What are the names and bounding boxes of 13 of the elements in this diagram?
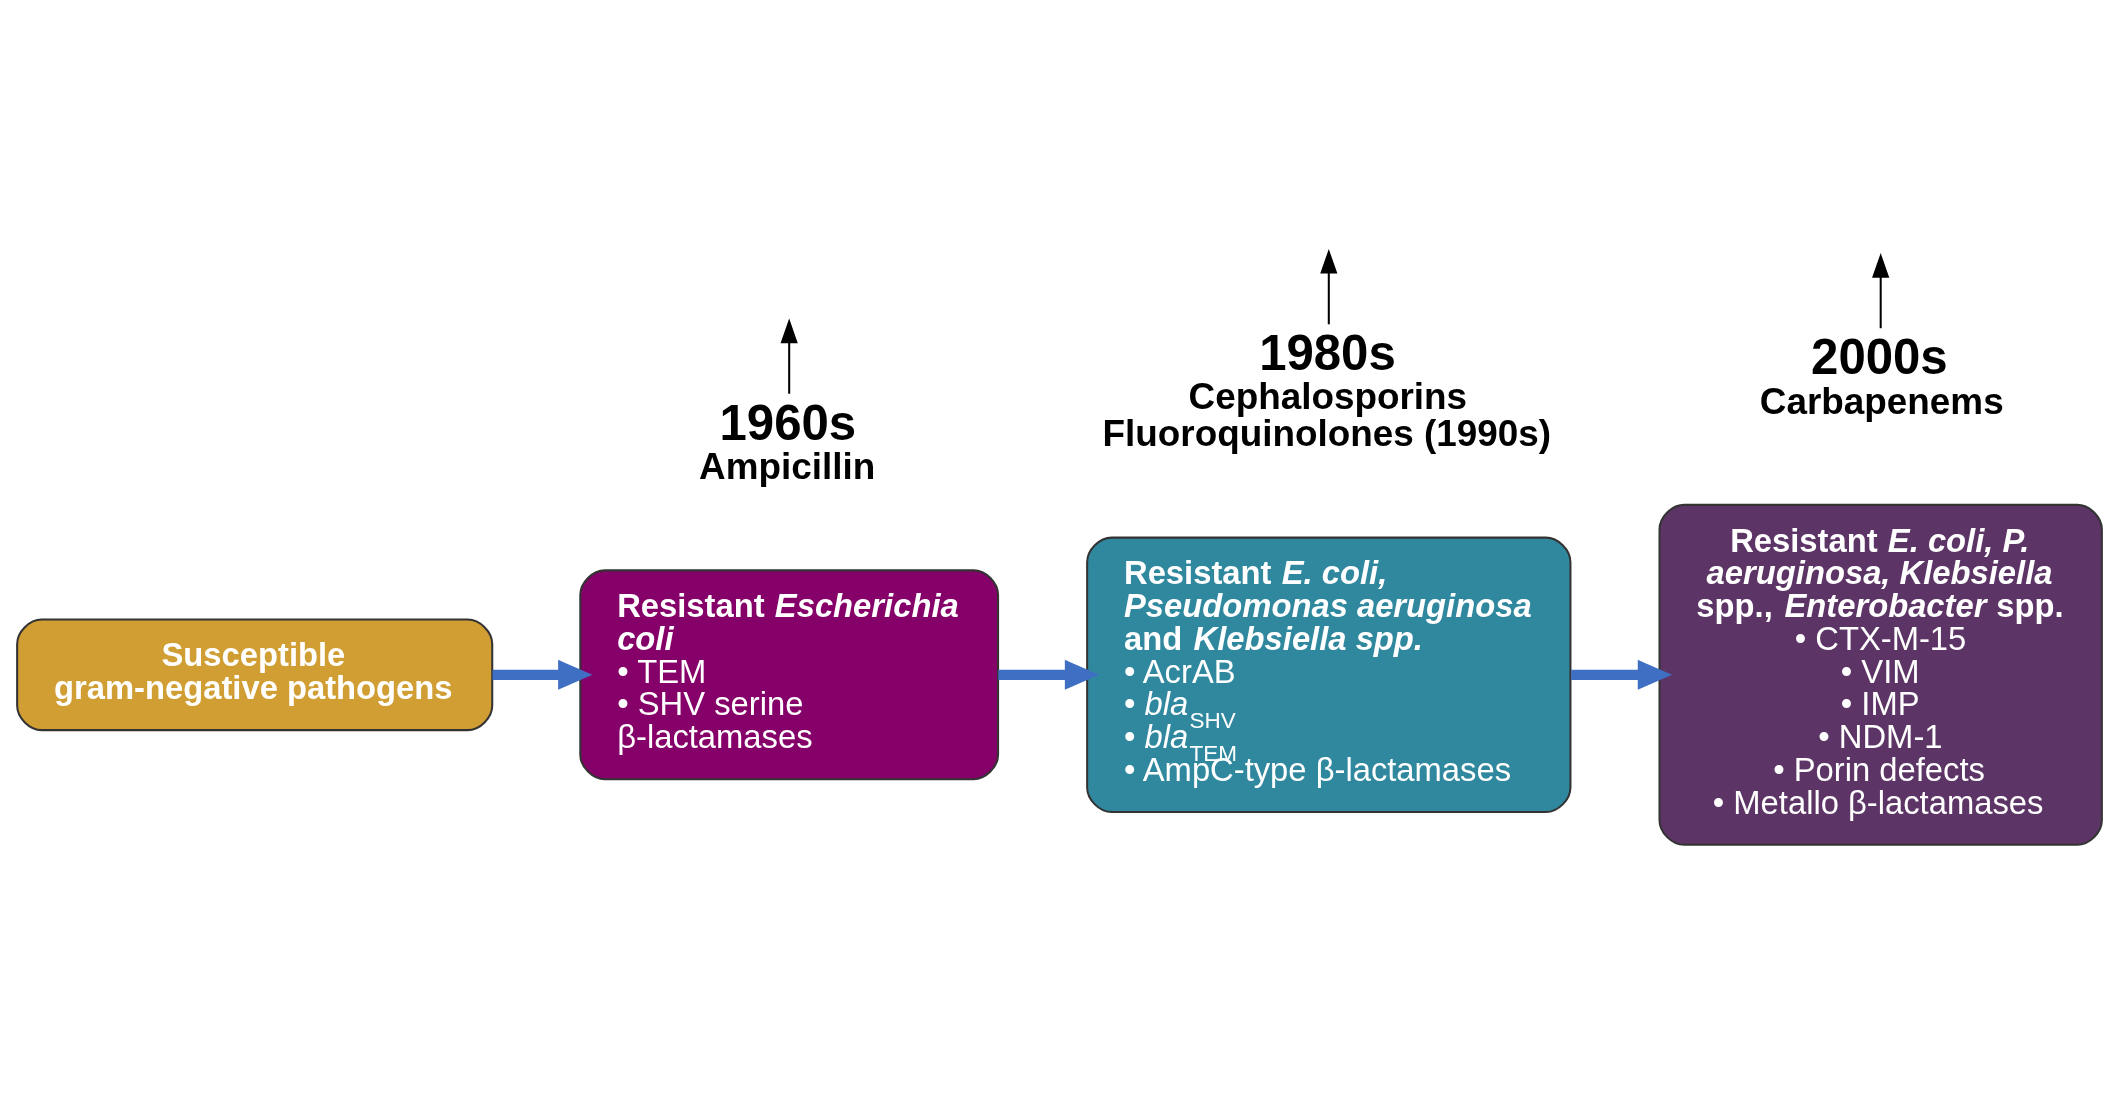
arrow bbox=[780, 318, 798, 394]
arrow bbox=[1571, 659, 1673, 690]
node-text: 1960s Ampicillin bbox=[699, 395, 876, 487]
node-box: Susceptible gram-negative pathogens bbox=[16, 618, 494, 731]
arrow bbox=[998, 659, 1100, 690]
node-text: 2000s Carbapenems bbox=[1759, 329, 2004, 422]
node-text: 1980s Cephalosporins Fluoroquinolones (1990s) bbox=[1102, 325, 1552, 454]
arrow bbox=[492, 659, 593, 690]
node-box: Resistant E. coli, Pseudomonas aeruginosa and Klebsiella spp. • AcrAB • bla$_{SHV}$ • bla$_{TEM}$ • AmpC-type β-lactamases bbox=[1086, 536, 1572, 813]
arrow bbox=[1320, 248, 1338, 324]
node-box: Resistant E. coli, P. aeruginosa, Klebsiella spp., Enterobacter spp. • CTX-M-15 • VIM • IMP • NDM-1 • Porin defects • Metallo β-lactamases bbox=[1658, 503, 2103, 846]
node-box: Resistant Escherichia coli • TEM • SHV serine β-lactamases bbox=[579, 568, 1000, 780]
arrow bbox=[1872, 252, 1890, 328]
